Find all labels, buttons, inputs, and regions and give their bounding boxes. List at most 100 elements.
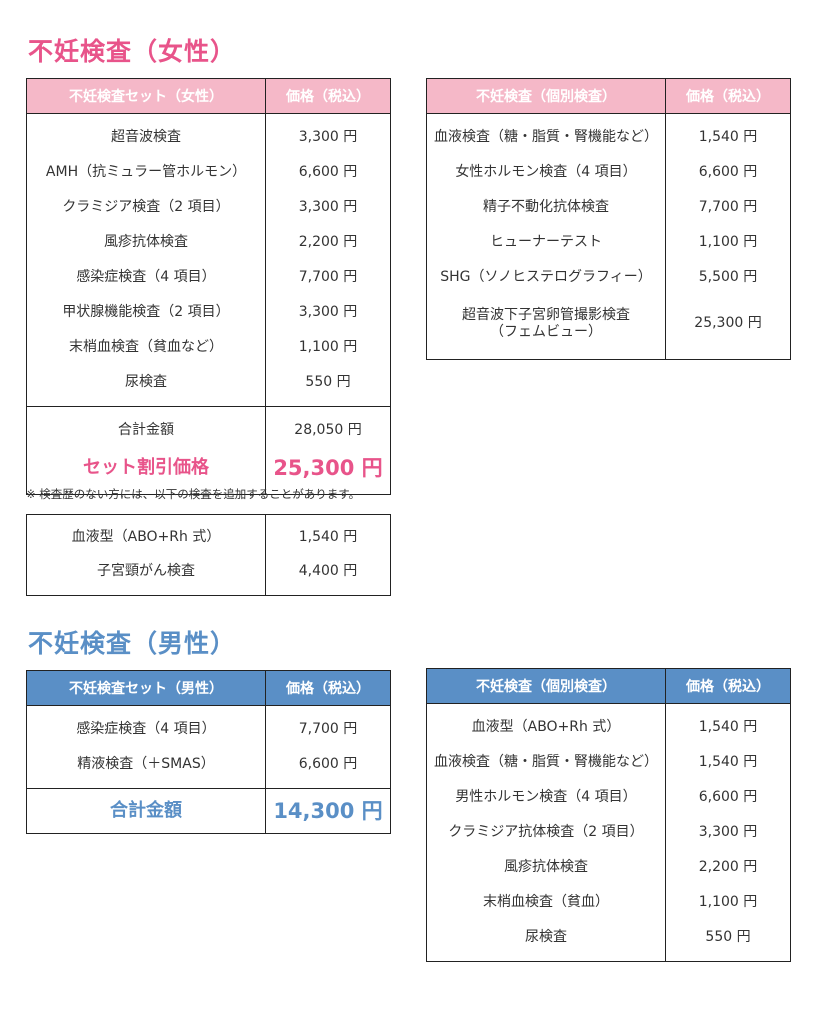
item-name: 血液検査（糖・脂質・腎機能など） (426, 113, 666, 155)
item-name: 末梢血検査（貧血など） (26, 330, 266, 365)
item-price: 1,540 円 (665, 113, 791, 155)
item-name: 男性ホルモン検査（4 項目） (426, 780, 666, 815)
item-name-line2: （フェムビュー） (490, 324, 602, 340)
item-price: 25,300 円 (665, 295, 791, 360)
item-price: 1,100 円 (265, 330, 391, 365)
total-row: 合計金額 28,050 円 (26, 406, 391, 448)
item-name: AMH（抗ミュラー管ホルモン） (26, 155, 266, 190)
female-extra-table: 血液型（ABO+Rh 式） 1,540 円 子宮頸がん検査 4,400 円 (26, 514, 391, 596)
table-row: 末梢血検査（貧血） 1,100 円 (426, 885, 791, 920)
item-price: 550 円 (265, 365, 391, 407)
table-header-row: 不妊検査セット（男性） 価格（税込） (26, 670, 391, 706)
item-name: 尿検査 (426, 920, 666, 962)
item-price: 6,600 円 (665, 780, 791, 815)
item-price: 3,300 円 (665, 815, 791, 850)
discount-price: 25,300 円 (265, 448, 391, 495)
item-name: ヒューナーテスト (426, 225, 666, 260)
item-price: 7,700 円 (265, 260, 391, 295)
item-name: 超音波検査 (26, 113, 266, 155)
table-row: 血液型（ABO+Rh 式） 1,540 円 (426, 703, 791, 745)
table-header-row: 不妊検査セット（女性） 価格（税込） (26, 78, 391, 114)
item-price: 6,600 円 (265, 747, 391, 789)
item-name: 血液型（ABO+Rh 式） (426, 703, 666, 745)
item-name: クラミジア抗体検査（2 項目） (426, 815, 666, 850)
table-row: クラミジア検査（2 項目） 3,300 円 (26, 190, 391, 225)
item-name: 女性ホルモン検査（4 項目） (426, 155, 666, 190)
column-header-price: 価格（税込） (665, 668, 791, 704)
column-header-item: 不妊検査セット（女性） (26, 78, 266, 114)
item-name: 血液型（ABO+Rh 式） (26, 514, 266, 555)
column-header-price: 価格（税込） (265, 78, 391, 114)
table-row: 甲状腺機能検査（2 項目） 3,300 円 (26, 295, 391, 330)
table-row: AMH（抗ミュラー管ホルモン） 6,600 円 (26, 155, 391, 190)
table-row: ヒューナーテスト 1,100 円 (426, 225, 791, 260)
table-row: 風疹抗体検査 2,200 円 (26, 225, 391, 260)
item-name: 精子不動化抗体検査 (426, 190, 666, 225)
item-price: 1,540 円 (665, 703, 791, 745)
item-price: 7,700 円 (265, 705, 391, 747)
item-name: 感染症検査（4 項目） (26, 260, 266, 295)
item-name: 末梢血検査（貧血） (426, 885, 666, 920)
item-name: 風疹抗体検査 (426, 850, 666, 885)
additional-tests-note: ※ 検査歴のない方には、以下の検査を追加することがあります。 (26, 487, 361, 501)
table-row: 感染症検査（4 項目） 7,700 円 (26, 260, 391, 295)
female-set-table: 不妊検査セット（女性） 価格（税込） 超音波検査 3,300 円 AMH（抗ミュ… (26, 78, 391, 495)
table-row: 尿検査 550 円 (26, 365, 391, 407)
table-row: 超音波検査 3,300 円 (26, 113, 391, 155)
table-row: 感染症検査（4 項目） 7,700 円 (26, 705, 391, 747)
item-price: 7,700 円 (665, 190, 791, 225)
column-header-price: 価格（税込） (665, 78, 791, 114)
table-row: 女性ホルモン検査（4 項目） 6,600 円 (426, 155, 791, 190)
male-set-table: 不妊検査セット（男性） 価格（税込） 感染症検査（4 項目） 7,700 円 精… (26, 670, 391, 834)
item-price: 550 円 (665, 920, 791, 962)
total-label: 合計金額 (26, 406, 266, 448)
item-price: 3,300 円 (265, 190, 391, 225)
item-price: 1,100 円 (665, 225, 791, 260)
item-name: 甲状腺機能検査（2 項目） (26, 295, 266, 330)
item-name: 超音波下子宮卵管撮影検査 （フェムビュー） (426, 295, 666, 360)
item-price: 1,540 円 (665, 745, 791, 780)
item-name: 子宮頸がん検査 (26, 555, 266, 596)
column-header-price: 価格（税込） (265, 670, 391, 706)
total-price: 28,050 円 (265, 406, 391, 448)
female-section-title: 不妊検査（女性） (28, 37, 237, 66)
item-price: 1,100 円 (665, 885, 791, 920)
male-section-title: 不妊検査（男性） (28, 629, 237, 658)
table-row: SHG（ソノヒステログラフィー） 5,500 円 (426, 260, 791, 295)
table-row: クラミジア抗体検査（2 項目） 3,300 円 (426, 815, 791, 850)
item-price: 6,600 円 (665, 155, 791, 190)
total-row: 合計金額 14,300 円 (26, 788, 391, 834)
item-name: クラミジア検査（2 項目） (26, 190, 266, 225)
item-price: 2,200 円 (665, 850, 791, 885)
table-row: 精液検査（＋SMAS） 6,600 円 (26, 747, 391, 789)
table-row: 血液型（ABO+Rh 式） 1,540 円 (26, 514, 391, 555)
female-individual-table: 不妊検査（個別検査） 価格（税込） 血液検査（糖・脂質・腎機能など） 1,540… (426, 78, 791, 360)
column-header-item: 不妊検査（個別検査） (426, 668, 666, 704)
item-name: 尿検査 (26, 365, 266, 407)
table-row: 血液検査（糖・脂質・腎機能など） 1,540 円 (426, 745, 791, 780)
table-header-row: 不妊検査（個別検査） 価格（税込） (426, 668, 791, 704)
item-name: SHG（ソノヒステログラフィー） (426, 260, 666, 295)
item-price: 6,600 円 (265, 155, 391, 190)
item-name: 風疹抗体検査 (26, 225, 266, 260)
table-row: 精子不動化抗体検査 7,700 円 (426, 190, 791, 225)
item-price: 4,400 円 (265, 555, 391, 596)
table-row: 風疹抗体検査 2,200 円 (426, 850, 791, 885)
item-price: 3,300 円 (265, 295, 391, 330)
table-row: 男性ホルモン検査（4 項目） 6,600 円 (426, 780, 791, 815)
item-price: 1,540 円 (265, 514, 391, 555)
male-individual-table: 不妊検査（個別検査） 価格（税込） 血液型（ABO+Rh 式） 1,540 円 … (426, 668, 791, 962)
item-price: 5,500 円 (665, 260, 791, 295)
table-header-row: 不妊検査（個別検査） 価格（税込） (426, 78, 791, 114)
column-header-item: 不妊検査（個別検査） (426, 78, 666, 114)
item-price: 3,300 円 (265, 113, 391, 155)
item-price: 2,200 円 (265, 225, 391, 260)
table-row: 血液検査（糖・脂質・腎機能など） 1,540 円 (426, 113, 791, 155)
item-name: 血液検査（糖・脂質・腎機能など） (426, 745, 666, 780)
discount-row: セット割引価格 25,300 円 (26, 448, 391, 495)
item-name: 感染症検査（4 項目） (26, 705, 266, 747)
total-price: 14,300 円 (265, 788, 391, 834)
discount-label: セット割引価格 (26, 448, 266, 495)
item-name-line1: 超音波下子宮卵管撮影検査 (462, 306, 630, 323)
item-name: 精液検査（＋SMAS） (26, 747, 266, 789)
